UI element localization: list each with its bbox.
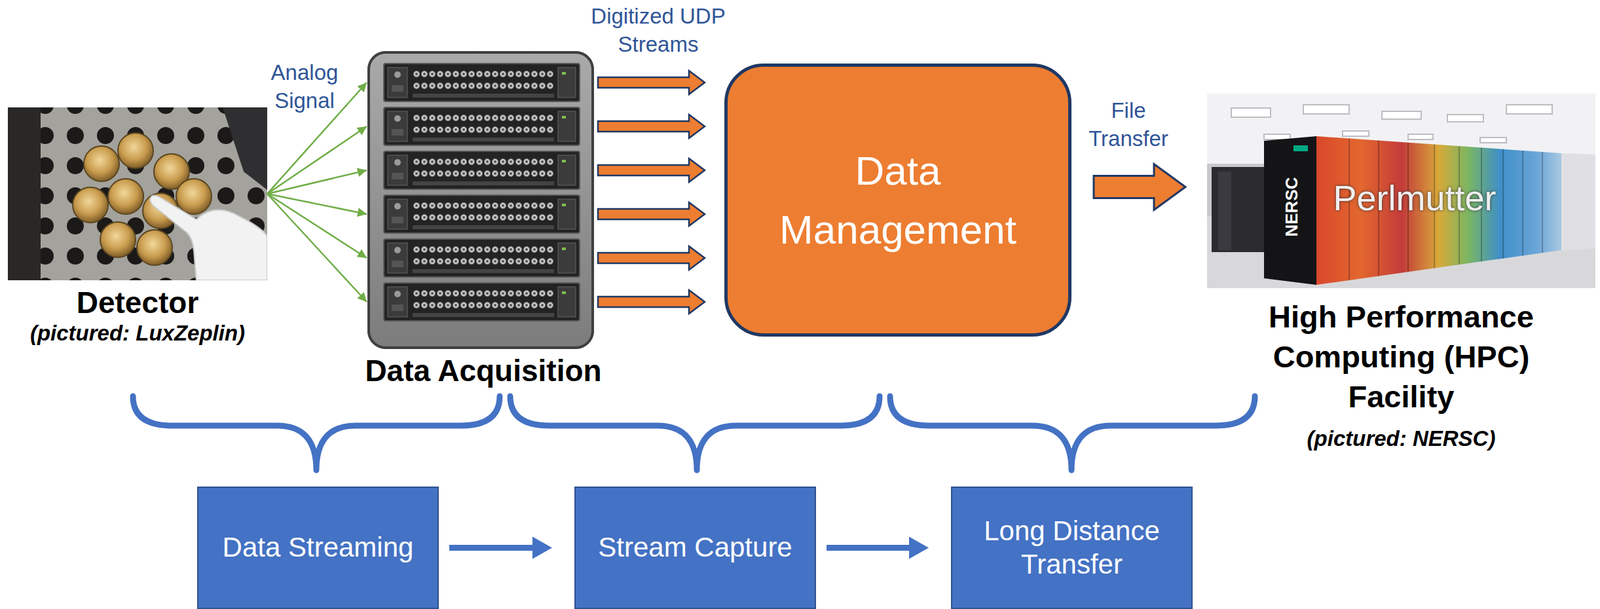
flow-arrow (597, 158, 705, 183)
stage-box: Data Streaming (197, 486, 439, 609)
node-text: Long Distance Transfer (962, 514, 1181, 581)
flow-arrow (449, 537, 553, 560)
stream-arrow (597, 290, 705, 314)
node-title: Detector (9, 285, 266, 321)
ceiling-light (1447, 114, 1484, 122)
crate-fill (367, 51, 595, 350)
gloved-hand (149, 195, 268, 281)
stream-arrow (597, 246, 705, 270)
cabinet-brand: NERSC (1283, 176, 1301, 237)
signal-wire (267, 126, 367, 194)
detector-plate (19, 107, 268, 281)
pmt (136, 229, 173, 266)
transfer-arrow (1093, 164, 1186, 211)
process-label: Data Management (753, 141, 1042, 260)
photo-ground (7, 107, 268, 281)
stream-arrow (597, 158, 705, 183)
cabinet-seam (1522, 150, 1524, 257)
process-box: Data Management (724, 63, 1072, 337)
painted-cabinet-row (1316, 136, 1562, 285)
node-caption: Data Acquisition (345, 354, 621, 388)
system-name: Perlmutter (1332, 180, 1496, 216)
signal-wire (267, 193, 367, 302)
ceiling-light (1264, 134, 1291, 140)
curly-brace (510, 396, 880, 471)
step-arrow (449, 537, 553, 560)
signal-wires (267, 82, 367, 302)
ceiling-light (1408, 134, 1433, 140)
stream-arrow (597, 70, 705, 95)
ceiling-light (1303, 104, 1350, 114)
hpc-photo (1207, 93, 1596, 289)
stage-label: Stream Capture (597, 531, 792, 564)
flow-arrow (597, 70, 705, 95)
stage-label: Data Streaming (222, 531, 414, 564)
photo-credit: (pictured: LuxZeplin) (9, 320, 266, 347)
cabinet-seam (1502, 149, 1504, 259)
plate-holes (19, 107, 268, 281)
pmt (72, 187, 109, 223)
ceiling-lights (1231, 104, 1553, 143)
far-cabinet-door (1218, 171, 1232, 251)
acquisition-crate: Data Acquisition (367, 51, 595, 350)
ceiling-light (1480, 137, 1507, 143)
edge-label: Analog Signal (258, 58, 351, 116)
cabinet-seam (1541, 151, 1544, 253)
photo-credit: (pictured: NERSC) (1224, 425, 1579, 452)
curly-brace (890, 396, 1255, 471)
flow-arrow (1093, 164, 1186, 211)
curly-brace (132, 396, 500, 471)
flow-arrow (826, 537, 929, 560)
black-cabinet (1264, 136, 1317, 285)
rack-unit (383, 195, 580, 234)
flow-arrow (597, 246, 705, 270)
stage-box: Stream Capture (574, 486, 817, 609)
pmt (83, 146, 120, 182)
ceiling (1207, 93, 1596, 289)
detector-node: Detector(pictured: LuxZeplin) (7, 107, 268, 281)
ceiling-light (1506, 104, 1553, 114)
far-cabinets (1211, 167, 1265, 253)
rack-unit (383, 282, 580, 321)
stage-box: Long Distance Transfer (950, 486, 1193, 609)
flow-arrow (597, 114, 705, 139)
ceiling-light (1231, 108, 1271, 118)
pmt (117, 132, 154, 169)
edge-label: File Transfer (1072, 96, 1185, 154)
braces (132, 396, 1255, 471)
ceiling-light (1342, 130, 1369, 137)
vendor-logo (1293, 145, 1308, 152)
end-cabinet (1561, 153, 1596, 251)
dark-sheet (222, 107, 268, 190)
node-caption: Detector(pictured: LuxZeplin) (9, 285, 266, 346)
node-title: High Performance Computing (HPC) Facilit… (1224, 296, 1579, 417)
flow-arrow (597, 202, 705, 226)
node-title: Data Acquisition (345, 354, 621, 388)
node-text: Stream Capture (597, 531, 792, 564)
detector-photo (7, 107, 268, 281)
shadow-edge (7, 107, 41, 281)
stage-label: Long Distance Transfer (962, 514, 1181, 581)
pmt (100, 222, 136, 258)
stream-arrow (597, 202, 705, 226)
rack-unit (383, 239, 580, 278)
pmt-array (72, 132, 212, 266)
stream-arrow (597, 114, 705, 139)
ceiling-light (1381, 111, 1422, 120)
pmt (176, 178, 212, 215)
node-text: Data Management (753, 141, 1042, 260)
node-caption: High Performance Computing (HPC) Facilit… (1224, 296, 1579, 452)
flow-arrow (597, 290, 705, 314)
pmt (108, 178, 144, 215)
node-text: Data Streaming (222, 531, 414, 564)
step-arrow (826, 537, 929, 560)
signal-wire (267, 170, 367, 194)
rack-unit (383, 107, 580, 146)
rack-unit (383, 151, 580, 190)
edge-label: Digitized UDP Streams (582, 2, 734, 59)
rack-unit (383, 63, 580, 102)
